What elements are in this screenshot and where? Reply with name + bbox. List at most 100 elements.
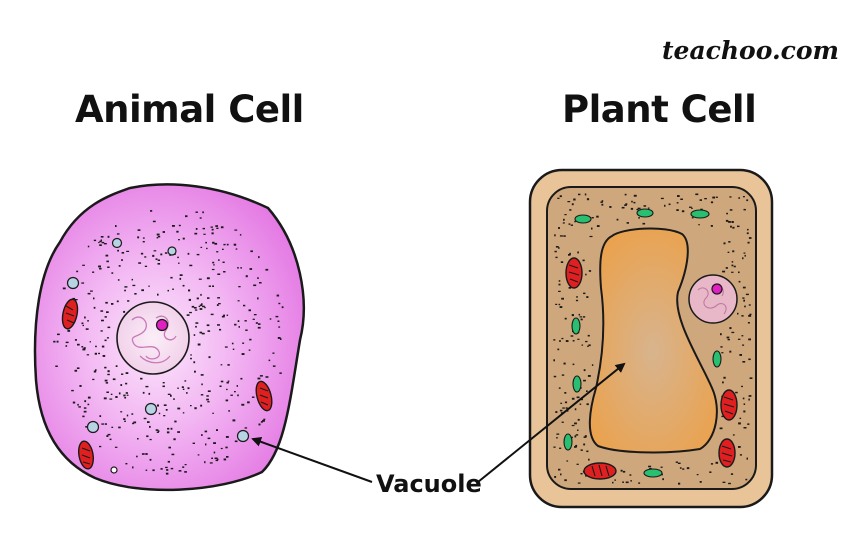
granule	[124, 397, 127, 399]
granule	[583, 379, 586, 382]
granule	[90, 290, 93, 292]
granule	[748, 304, 751, 306]
granule	[77, 343, 80, 346]
granule	[263, 418, 266, 421]
granule	[260, 421, 263, 423]
granule	[206, 398, 209, 401]
granule	[200, 246, 203, 248]
granule	[742, 344, 745, 346]
granule	[554, 250, 557, 253]
granule	[727, 338, 730, 341]
granule	[148, 392, 151, 395]
granule	[257, 377, 261, 380]
granule	[153, 250, 157, 252]
animal-mitochondria	[61, 298, 273, 470]
granule	[585, 273, 587, 276]
granule	[563, 235, 566, 237]
granule	[100, 239, 102, 242]
granule	[227, 364, 230, 366]
granule	[142, 237, 145, 239]
granule	[164, 252, 168, 254]
granule	[207, 330, 211, 332]
granule	[178, 262, 180, 264]
granule	[201, 303, 203, 306]
granule	[157, 235, 161, 238]
granule	[106, 435, 109, 437]
granule	[127, 300, 130, 302]
granule	[212, 241, 215, 244]
animal-chromatin	[131, 315, 177, 364]
watermark-text: teachoo.com	[662, 36, 840, 65]
granule	[176, 230, 179, 233]
granule	[704, 198, 707, 200]
arrow-to-plant-vacuole	[477, 362, 626, 483]
granule	[250, 250, 253, 253]
granule	[196, 253, 200, 256]
granule	[93, 306, 96, 309]
granule	[223, 271, 226, 273]
granule	[74, 369, 78, 372]
granule	[583, 369, 586, 372]
granule	[240, 267, 242, 269]
granule	[742, 397, 745, 400]
granule	[173, 398, 175, 400]
granule	[578, 193, 581, 196]
granule	[211, 232, 214, 235]
granule	[156, 233, 160, 236]
granule	[177, 387, 179, 389]
granule	[215, 225, 218, 227]
granule	[167, 289, 169, 292]
animal-vacuoles	[66, 237, 250, 474]
granule	[101, 241, 105, 244]
granule	[722, 381, 724, 384]
granule	[195, 325, 197, 328]
granule	[142, 241, 145, 243]
granule	[564, 392, 567, 394]
granule	[132, 422, 135, 425]
granule	[194, 407, 197, 410]
granule	[677, 195, 680, 197]
granule	[729, 350, 732, 353]
granule	[625, 481, 629, 484]
granule	[558, 387, 561, 389]
granule	[158, 412, 161, 415]
granule	[190, 354, 192, 356]
granule	[197, 454, 200, 456]
granule	[258, 423, 261, 426]
granule	[558, 283, 561, 286]
granule	[577, 429, 579, 431]
granule	[729, 196, 732, 198]
granule	[241, 353, 245, 355]
granule	[165, 466, 168, 469]
granule	[231, 342, 234, 345]
granule	[555, 256, 558, 259]
granule	[269, 318, 272, 320]
granule	[124, 286, 128, 288]
granule	[145, 385, 149, 388]
granule	[147, 421, 150, 423]
granule	[216, 304, 219, 306]
granule	[172, 225, 175, 227]
granule	[104, 339, 107, 342]
granule	[244, 427, 248, 429]
granule	[262, 419, 265, 422]
granule	[177, 256, 179, 259]
animal-cell-title: Animal Cell	[75, 88, 304, 131]
granule	[686, 467, 690, 470]
granule	[107, 235, 110, 238]
granule	[255, 322, 258, 324]
mitochondrion	[718, 438, 736, 468]
granule	[580, 318, 583, 321]
granule	[144, 256, 147, 258]
granule	[77, 403, 79, 406]
chloroplast	[571, 317, 581, 335]
granule	[74, 299, 78, 301]
mitochondrion	[720, 389, 738, 421]
granule	[112, 378, 116, 381]
granule	[277, 320, 280, 322]
granule	[170, 394, 172, 397]
granule	[238, 286, 241, 288]
granule	[715, 196, 718, 198]
granule	[218, 259, 220, 261]
granule	[145, 453, 148, 455]
